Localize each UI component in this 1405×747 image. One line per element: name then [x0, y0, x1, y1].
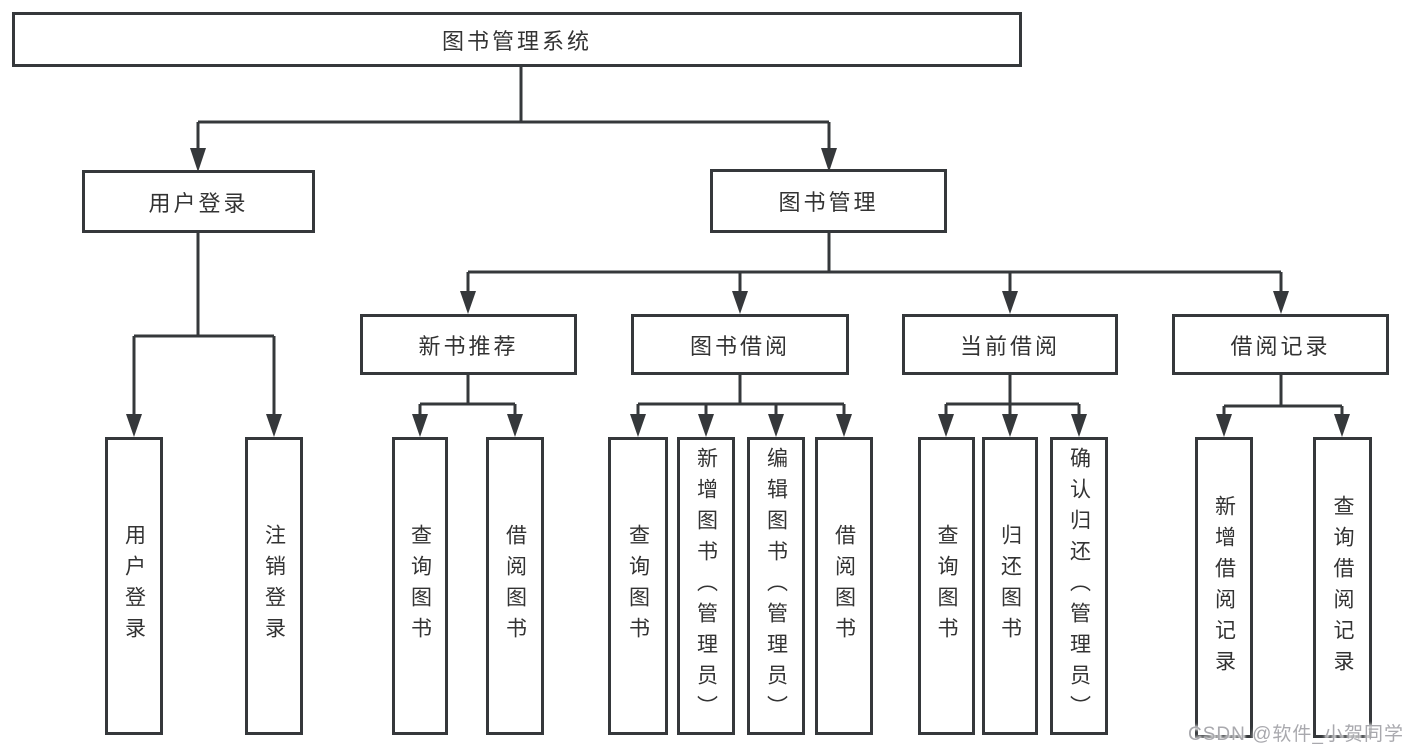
- connector-borrow-records-to-leaves: [1216, 375, 1350, 437]
- leaf-confirm-return-admin: 确认归还（管理员）: [1050, 437, 1108, 735]
- node-book-management: 图书管理: [710, 169, 947, 233]
- node-label: 查询图书: [935, 524, 958, 648]
- node-new-book-recommendation: 新书推荐: [360, 314, 577, 375]
- node-label: 确认归还（管理员）: [1067, 446, 1091, 726]
- node-label: 新书推荐: [418, 333, 519, 359]
- node-label: 图书管理: [778, 190, 879, 215]
- node-label: 新增图书（管理员）: [694, 446, 718, 726]
- node-library-management-system: 图书管理系统: [12, 12, 1022, 67]
- leaf-return-books: 归还图书: [982, 437, 1038, 735]
- node-label: 查询借阅记录: [1331, 494, 1354, 681]
- node-label: 归还图书: [998, 524, 1022, 648]
- csdn-watermark: CSDN @软件_小贺同学: [1188, 724, 1404, 745]
- connector-current-borrow-to-leaves: [938, 375, 1087, 437]
- node-label: 借阅图书: [503, 524, 527, 648]
- node-borrowing-records: 借阅记录: [1172, 314, 1389, 375]
- leaf-query-books-current: 查询图书: [918, 437, 975, 735]
- leaf-edit-books-admin: 编辑图书（管理员）: [747, 437, 805, 735]
- node-label: 借阅记录: [1230, 333, 1331, 359]
- node-user-login: 用户登录: [82, 170, 315, 233]
- connector-new-book-rec-to-leaves: [412, 375, 523, 437]
- node-book-borrowing: 图书借阅: [631, 314, 849, 375]
- leaf-borrow-books: 借阅图书: [815, 437, 873, 735]
- leaf-query-borrow-record: 查询借阅记录: [1313, 437, 1372, 738]
- leaf-logout: 注销登录: [245, 437, 303, 735]
- node-label: 图书管理系统: [441, 28, 592, 54]
- leaf-user-login: 用户登录: [105, 437, 163, 735]
- node-label: 查询图书: [408, 524, 432, 648]
- node-label: 用户登录: [122, 524, 146, 648]
- node-label: 查询图书: [626, 524, 650, 648]
- connector-book-mgmt-to-level2: [460, 233, 1289, 314]
- node-label: 借阅图书: [832, 524, 856, 648]
- leaf-query-books-borrowing: 查询图书: [608, 437, 668, 735]
- node-label: 用户登录: [148, 190, 249, 216]
- leaf-add-books-admin: 新增图书（管理员）: [677, 437, 735, 735]
- node-label: 新增借阅记录: [1212, 494, 1236, 681]
- node-current-borrowing: 当前借阅: [902, 314, 1118, 375]
- connector-book-borrow-to-leaves: [630, 375, 852, 437]
- leaf-add-borrow-record: 新增借阅记录: [1195, 437, 1253, 738]
- leaf-borrow-books-recommend: 借阅图书: [486, 437, 544, 735]
- connector-root-to-level1: [190, 67, 837, 172]
- node-label: 编辑图书（管理员）: [764, 446, 788, 726]
- node-label: 图书借阅: [689, 333, 790, 359]
- leaf-query-books-recommend: 查询图书: [392, 437, 448, 735]
- node-label: 注销登录: [262, 524, 286, 648]
- node-label: 当前借阅: [959, 333, 1060, 359]
- connector-user-login-to-leaves: [126, 233, 282, 437]
